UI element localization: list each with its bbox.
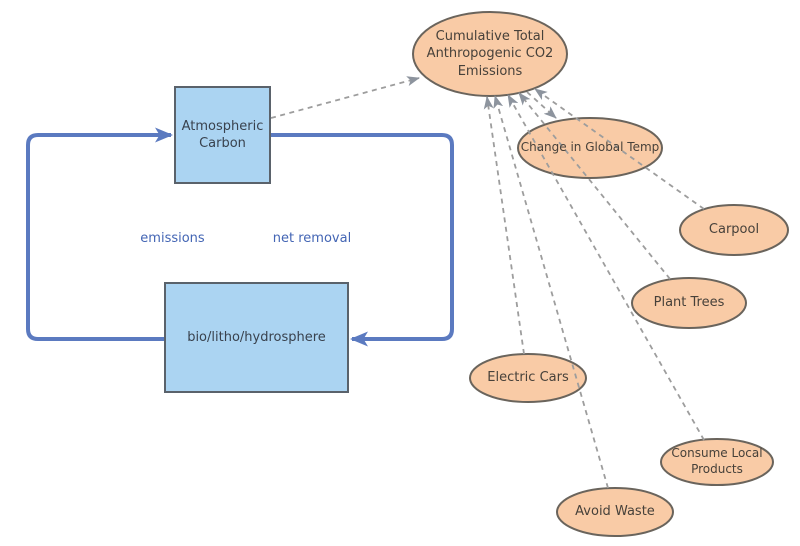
flow-emissions-line bbox=[26, 127, 173, 341]
carpool-node[interactable] bbox=[679, 204, 789, 256]
carbon-cycle-loop bbox=[26, 127, 454, 347]
connector-layer bbox=[270, 76, 705, 489]
edge-atmospheric-to-cumulative bbox=[270, 76, 420, 119]
biosphere-node[interactable] bbox=[164, 282, 349, 393]
electric-cars-node[interactable] bbox=[469, 353, 587, 403]
edge-electric-cars-to-cumulative bbox=[483, 96, 525, 355]
avoid-waste-node[interactable] bbox=[556, 487, 674, 537]
plant-trees-node[interactable] bbox=[631, 277, 747, 329]
cumulative-emissions-node[interactable] bbox=[412, 11, 568, 97]
flow-net-removal-line bbox=[270, 133, 454, 347]
shape-layer bbox=[164, 11, 789, 537]
edge-cumulative-to-change bbox=[526, 91, 557, 119]
change-global-temp-node[interactable] bbox=[517, 117, 663, 179]
atmospheric-carbon-node[interactable] bbox=[174, 86, 271, 184]
edge-avoid-waste-to-cumulative bbox=[493, 95, 609, 489]
edge-carpool-to-cumulative bbox=[534, 88, 705, 210]
edge-plant-trees-to-cumulative bbox=[518, 92, 671, 280]
consume-local-node[interactable] bbox=[660, 438, 774, 486]
